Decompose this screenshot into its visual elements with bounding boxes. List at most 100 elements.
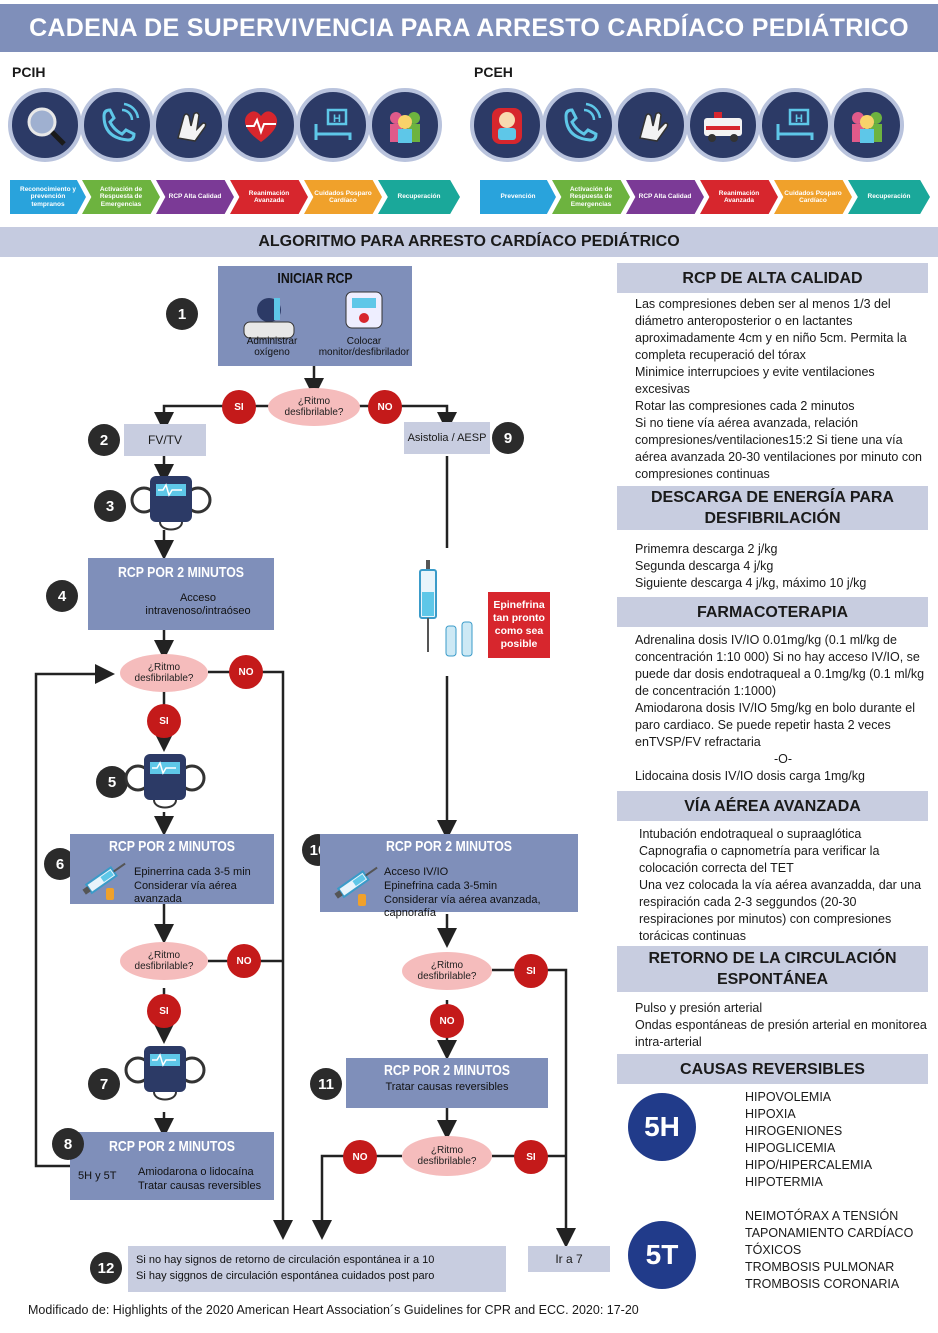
oxygen-label: Administrar oxígeno (246, 336, 298, 358)
box-8-line-1: Amiodarona o lidocaína (138, 1166, 254, 1178)
algorithm-title: ALGORITMO PARA ARRESTO CARDÍACO PEDIÁTRI… (0, 227, 938, 257)
decision-5-yes: SI (514, 1140, 548, 1174)
baby-seat-icon (470, 88, 544, 162)
chain-step: RCP Alta Calidad (156, 180, 234, 214)
start-cpr-box: INICIAR RCP Administrar oxígeno Colocar … (218, 266, 412, 366)
5t-badge: 5T (628, 1221, 696, 1289)
energy-item: Segunda descarga 4 j/kg (635, 559, 774, 573)
step-7-badge: 7 (88, 1068, 120, 1100)
defibrillator-icon (124, 1046, 206, 1101)
box-12: Si no hay signos de retorno de circulaci… (128, 1246, 506, 1292)
magnifier-icon (8, 88, 82, 162)
decision-1: ¿Ritmo desfibrilable? (268, 388, 360, 426)
box-6-title: RCP POR 2 MINUTOS (109, 838, 235, 855)
cause-item: TÓXICOS (745, 1243, 802, 1257)
decision-1-yes: SI (222, 390, 256, 424)
cause-item: HIPOGLICEMIA (745, 1141, 836, 1155)
step-5-badge: 5 (96, 766, 128, 798)
box-8-side: 5H y 5T (78, 1170, 117, 1182)
rosc-text: Pulso y presión arterial Ondas espontáne… (635, 1000, 927, 1051)
drug-item: Adrenalina dosis IV/IO 0.01mg/kg (0.1 ml… (635, 633, 925, 698)
asistolia-label: Asistolia / AESP (404, 422, 490, 454)
box-11-title: RCP POR 2 MINUTOS (384, 1062, 510, 1079)
heart-ekg-icon (224, 88, 298, 162)
decision-2: ¿Ritmo desfibrilable? (120, 654, 208, 692)
step-1-badge: 1 (166, 298, 198, 330)
phone-icon (80, 88, 154, 162)
5h-list: HIPOVOLEMIA HIPOXIA HIROGENIONES HIPOGLI… (745, 1089, 872, 1191)
box-8-line-2: Tratar causas reversibles (138, 1180, 262, 1192)
ambulance-icon (686, 88, 760, 162)
footer-citation: Modificado de: Highlights of the 2020 Am… (28, 1303, 639, 1317)
hospital-bed-icon: H (296, 88, 370, 162)
box-10: RCP POR 2 MINUTOS Acceso IV/IO Epinefrin… (320, 834, 578, 919)
family-icon (368, 88, 442, 162)
box-4: RCP POR 2 MINUTOS Acceso intravenoso/int… (88, 558, 274, 630)
box-10-line-2: Epinefrina cada 3-5min (384, 880, 498, 892)
cause-item: HIPOXIA (745, 1107, 796, 1121)
chain-step: Activación de Respuesta de Emergencias (552, 180, 630, 214)
hospital-bed-icon: H (758, 88, 832, 162)
box-4-text: Acceso intravenoso/intraóseo (145, 592, 251, 617)
box-11: RCP POR 2 MINUTOS Tratar causas reversib… (346, 1058, 548, 1108)
step-11-badge: 11 (310, 1068, 342, 1100)
syringe-icon (334, 866, 378, 906)
pceh-icon-row: H (470, 88, 904, 162)
chain-step: Recuperación (378, 180, 460, 214)
decision-2-no: NO (229, 655, 263, 689)
svg-text:H: H (333, 113, 341, 125)
step-3-badge: 3 (94, 490, 126, 522)
decision-5-no: NO (343, 1140, 377, 1174)
chain-step: Reanimación Avanzada (700, 180, 778, 214)
cause-item: TROMBOSIS CORONARIA (745, 1277, 900, 1291)
decision-5: ¿Ritmo desfibrilable? (402, 1136, 492, 1176)
family-icon (830, 88, 904, 162)
chain-step: Reanimación Avanzada (230, 180, 308, 214)
chain-step: Reconocimiento y prevención tempranos (10, 180, 86, 214)
box-11-text: Tratar causas reversibles (385, 1081, 509, 1093)
defibrillator-icon (130, 476, 212, 531)
chain-step: Activación de Respuesta de Emergencias (82, 180, 160, 214)
airway-item: Capnografia o capnometría para verificar… (639, 844, 880, 875)
decision-2-yes: SI (147, 704, 181, 738)
airway-item: Intubación endotraqueal o supraaglótica (639, 827, 862, 841)
box-10-title: RCP POR 2 MINUTOS (386, 838, 512, 855)
reversible-causes-title: CAUSAS REVERSIBLES (617, 1054, 928, 1084)
chain-step: Recuperación (848, 180, 930, 214)
decision-4-yes: SI (514, 954, 548, 988)
rosc-item: Pulso y presión arterial (635, 1001, 763, 1015)
syringe-vial-icon (419, 560, 473, 657)
decision-3: ¿Ritmo desfibrilable? (120, 942, 208, 980)
rcp-item: Rotar las compresiones cada 2 minutos (635, 399, 855, 413)
cause-item: NEIMOTÓRAX A TENSIÓN (745, 1209, 899, 1223)
start-cpr-title: INICIAR RCP (277, 270, 353, 287)
pcih-label: PCIH (12, 64, 46, 80)
syringe-icon (82, 862, 126, 900)
5h-badge: 5H (628, 1093, 696, 1161)
box-6-line-2: Considerar vía aérea avanzada (134, 880, 237, 905)
rcp-item: Las compresiones deben ser al menos 1/3 … (635, 297, 907, 362)
box-4-title: RCP POR 2 MINUTOS (118, 564, 244, 581)
cause-item: HIROGENIONES (745, 1124, 843, 1138)
hands-cpr-icon (152, 88, 226, 162)
rcp-item: Si no tiene vía aérea avanzada, relación… (635, 416, 922, 481)
rosc-title: RETORNO DE LA CIRCULACIÓN ESPONTÁNEA (617, 946, 928, 992)
step-8-badge: 8 (52, 1128, 84, 1160)
oxygen-mask-icon (243, 298, 295, 339)
chain-step: RCP Alta Calidad (626, 180, 704, 214)
box-10-line-3: Considerar vía aérea avanzada, capnorafí… (384, 894, 541, 919)
step-4-badge: 4 (46, 580, 78, 612)
phone-icon (542, 88, 616, 162)
epinephrine-now-box: Epinefrina tan pronto como sea posible (488, 592, 550, 658)
energy-item: Primemra descarga 2 j/kg (635, 542, 778, 556)
decision-4: ¿Ritmo desfibrilable? (402, 952, 492, 990)
pceh-label: PCEH (474, 64, 513, 80)
box-8-title: RCP POR 2 MINUTOS (109, 1138, 235, 1155)
go-to-7-label: Ir a 7 (528, 1246, 610, 1272)
cause-item: HIPOTERMIA (745, 1175, 823, 1189)
chain-step: Cuidados Posparo Cardíaco (304, 180, 382, 214)
decision-3-yes: SI (147, 994, 181, 1028)
fvtv-label: FV/TV (124, 424, 206, 456)
step-9-badge: 9 (492, 422, 524, 454)
